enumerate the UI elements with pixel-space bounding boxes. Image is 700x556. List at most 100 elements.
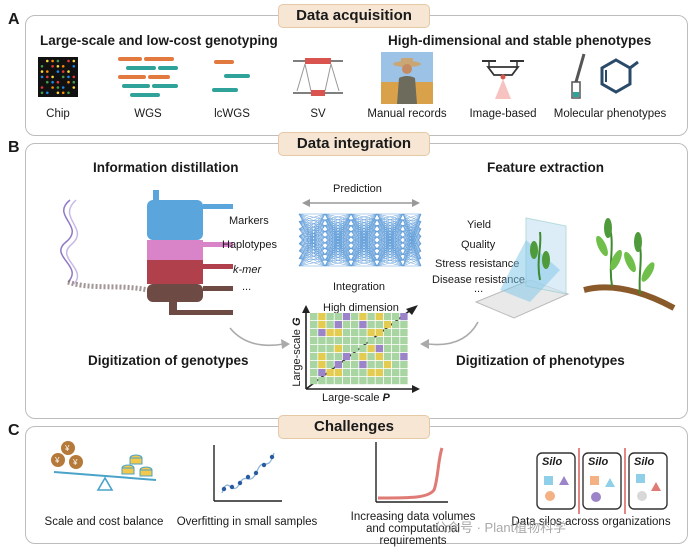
chip-dot bbox=[61, 75, 65, 79]
network-edge bbox=[402, 228, 422, 244]
matrix-cell bbox=[318, 345, 326, 353]
network-edge bbox=[324, 219, 352, 267]
network-edge bbox=[324, 213, 352, 232]
network-edge bbox=[376, 254, 404, 267]
matrix-cell bbox=[342, 361, 351, 369]
network-edge bbox=[324, 259, 352, 267]
matrix-cell bbox=[392, 369, 400, 377]
chip-dot bbox=[51, 86, 54, 89]
network-edge bbox=[376, 248, 404, 267]
network-edge bbox=[324, 248, 352, 267]
network-edge bbox=[324, 254, 352, 267]
network-edge bbox=[402, 213, 422, 237]
panel-b-letter: B bbox=[8, 139, 20, 156]
network-edge bbox=[402, 228, 422, 261]
integration-label: Integration bbox=[333, 281, 385, 293]
matrix-cell bbox=[367, 337, 375, 345]
network-edge bbox=[350, 213, 378, 267]
network-edge bbox=[298, 254, 326, 267]
network-edge bbox=[402, 236, 422, 261]
chip-dot bbox=[56, 59, 60, 63]
matrix-cell bbox=[367, 369, 375, 377]
network-edge bbox=[402, 236, 422, 255]
network-edge bbox=[298, 213, 326, 230]
matrix-cell bbox=[375, 313, 383, 321]
network-edge bbox=[350, 231, 378, 267]
network-edge bbox=[402, 236, 422, 249]
network-edge bbox=[350, 213, 378, 249]
network-edge bbox=[298, 225, 326, 267]
matrix-cell bbox=[367, 353, 375, 361]
network-edge bbox=[402, 213, 422, 232]
network-edge bbox=[324, 213, 352, 267]
matrix-cell bbox=[318, 329, 326, 337]
banner-data-acquisition: Data acquisition bbox=[278, 4, 430, 28]
network-edge bbox=[298, 250, 326, 267]
chip-dot bbox=[72, 75, 76, 79]
matrix-cell bbox=[326, 329, 334, 337]
matrix-cell bbox=[334, 313, 342, 321]
chip-dot bbox=[61, 70, 65, 73]
matrix-cell bbox=[342, 353, 351, 361]
chip-dot bbox=[56, 91, 60, 95]
network-edge bbox=[324, 213, 352, 221]
matrix-cell bbox=[400, 377, 408, 385]
matrix-cell bbox=[310, 361, 318, 369]
network-edge bbox=[402, 213, 422, 249]
matrix-cell bbox=[367, 321, 375, 329]
chip-dot bbox=[67, 91, 70, 95]
matrix-cell bbox=[342, 329, 351, 337]
matrix-cell bbox=[392, 313, 400, 321]
matrix-cell bbox=[367, 329, 375, 337]
matrix-cell bbox=[310, 321, 318, 329]
matrix-cell bbox=[318, 321, 326, 329]
matrix-cell bbox=[318, 313, 326, 321]
chip-dot bbox=[67, 80, 70, 84]
network-edge bbox=[324, 225, 352, 267]
matrix-cell bbox=[351, 321, 359, 329]
chip-dot bbox=[56, 70, 60, 73]
panel-a-letter: A bbox=[8, 11, 20, 28]
matrix-cell bbox=[326, 369, 334, 377]
silo-1 bbox=[536, 452, 576, 510]
matrix-cell bbox=[383, 377, 392, 385]
matrix-cell bbox=[383, 321, 392, 329]
network-edge bbox=[376, 259, 404, 267]
network-edge bbox=[324, 213, 352, 249]
matrix-cell bbox=[351, 361, 359, 369]
banner-data-integration: Data integration bbox=[278, 132, 430, 156]
matrix-cell bbox=[383, 353, 392, 361]
chip-dot bbox=[40, 70, 44, 73]
chip-dot bbox=[67, 59, 70, 63]
network-edge bbox=[350, 213, 378, 255]
network-edge bbox=[376, 236, 404, 267]
matrix-cell bbox=[375, 321, 383, 329]
matrix-cell bbox=[375, 377, 383, 385]
dna-strand-icon bbox=[60, 199, 149, 293]
network-edge bbox=[376, 213, 404, 232]
network-edge bbox=[402, 221, 422, 261]
network-edge bbox=[402, 213, 422, 226]
network-edge bbox=[298, 213, 326, 252]
chip-dot bbox=[40, 75, 44, 79]
matrix-cell bbox=[334, 377, 342, 385]
matrix-cell bbox=[310, 377, 318, 385]
axis-g-prefix: Large-scale bbox=[291, 326, 303, 387]
chip-dot bbox=[46, 70, 49, 73]
gp-matrix-grid bbox=[310, 313, 408, 385]
silo-label-1: Silo bbox=[542, 456, 563, 468]
network-edge bbox=[376, 213, 404, 249]
network-edge bbox=[376, 213, 404, 226]
network-edge bbox=[402, 228, 422, 238]
network-edge bbox=[376, 231, 404, 267]
chip-dot bbox=[61, 65, 65, 68]
network-edge bbox=[376, 213, 404, 255]
matrix-cell bbox=[318, 337, 326, 345]
challenge-scale-cost: Scale and cost balance bbox=[44, 516, 164, 528]
network-edge bbox=[298, 225, 326, 244]
matrix-cell bbox=[326, 377, 334, 385]
matrix-cell bbox=[334, 369, 342, 377]
matrix-cell bbox=[392, 337, 400, 345]
matrix-cell bbox=[359, 337, 367, 345]
matrix-cell bbox=[334, 361, 342, 369]
